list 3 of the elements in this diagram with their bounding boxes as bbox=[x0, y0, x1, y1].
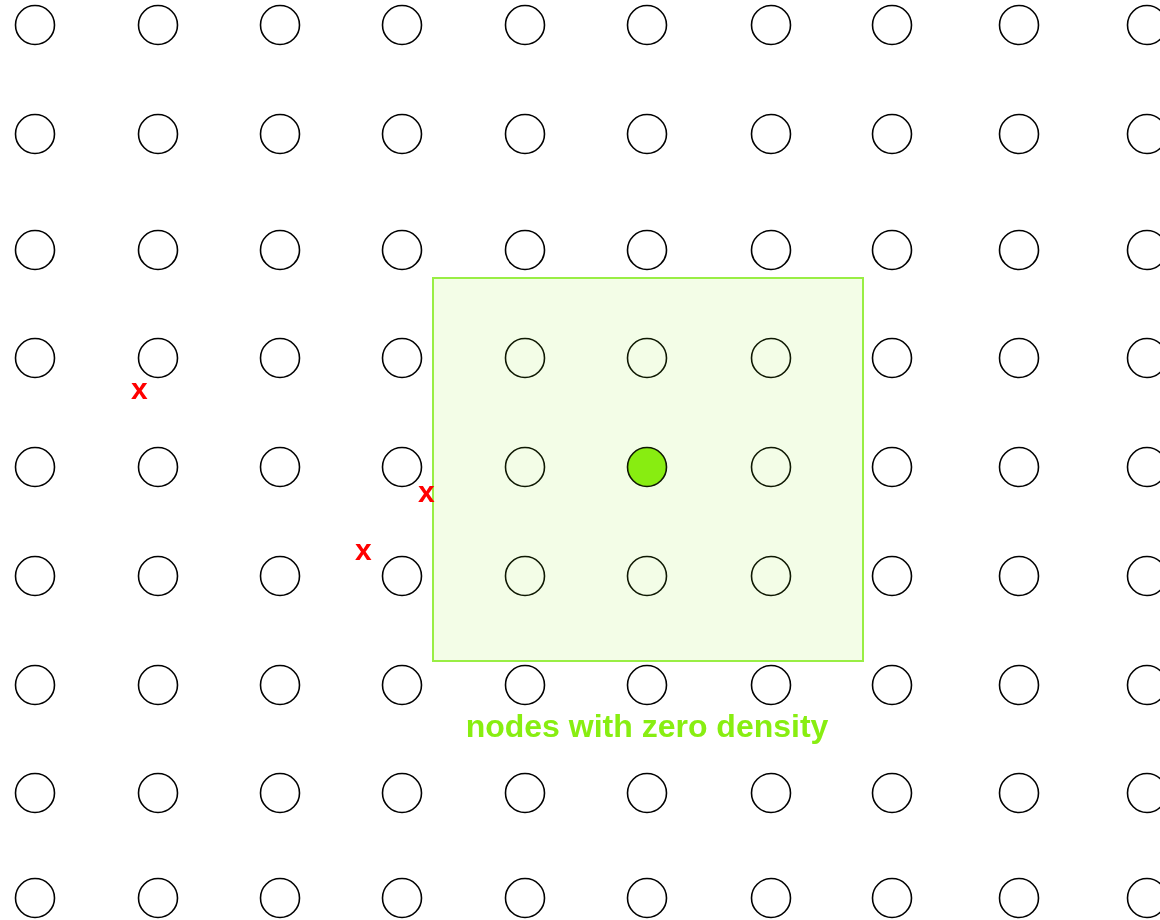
cross-mark: x bbox=[131, 374, 148, 404]
cross-mark: x bbox=[355, 535, 372, 565]
region-label: nodes with zero density bbox=[464, 708, 830, 744]
